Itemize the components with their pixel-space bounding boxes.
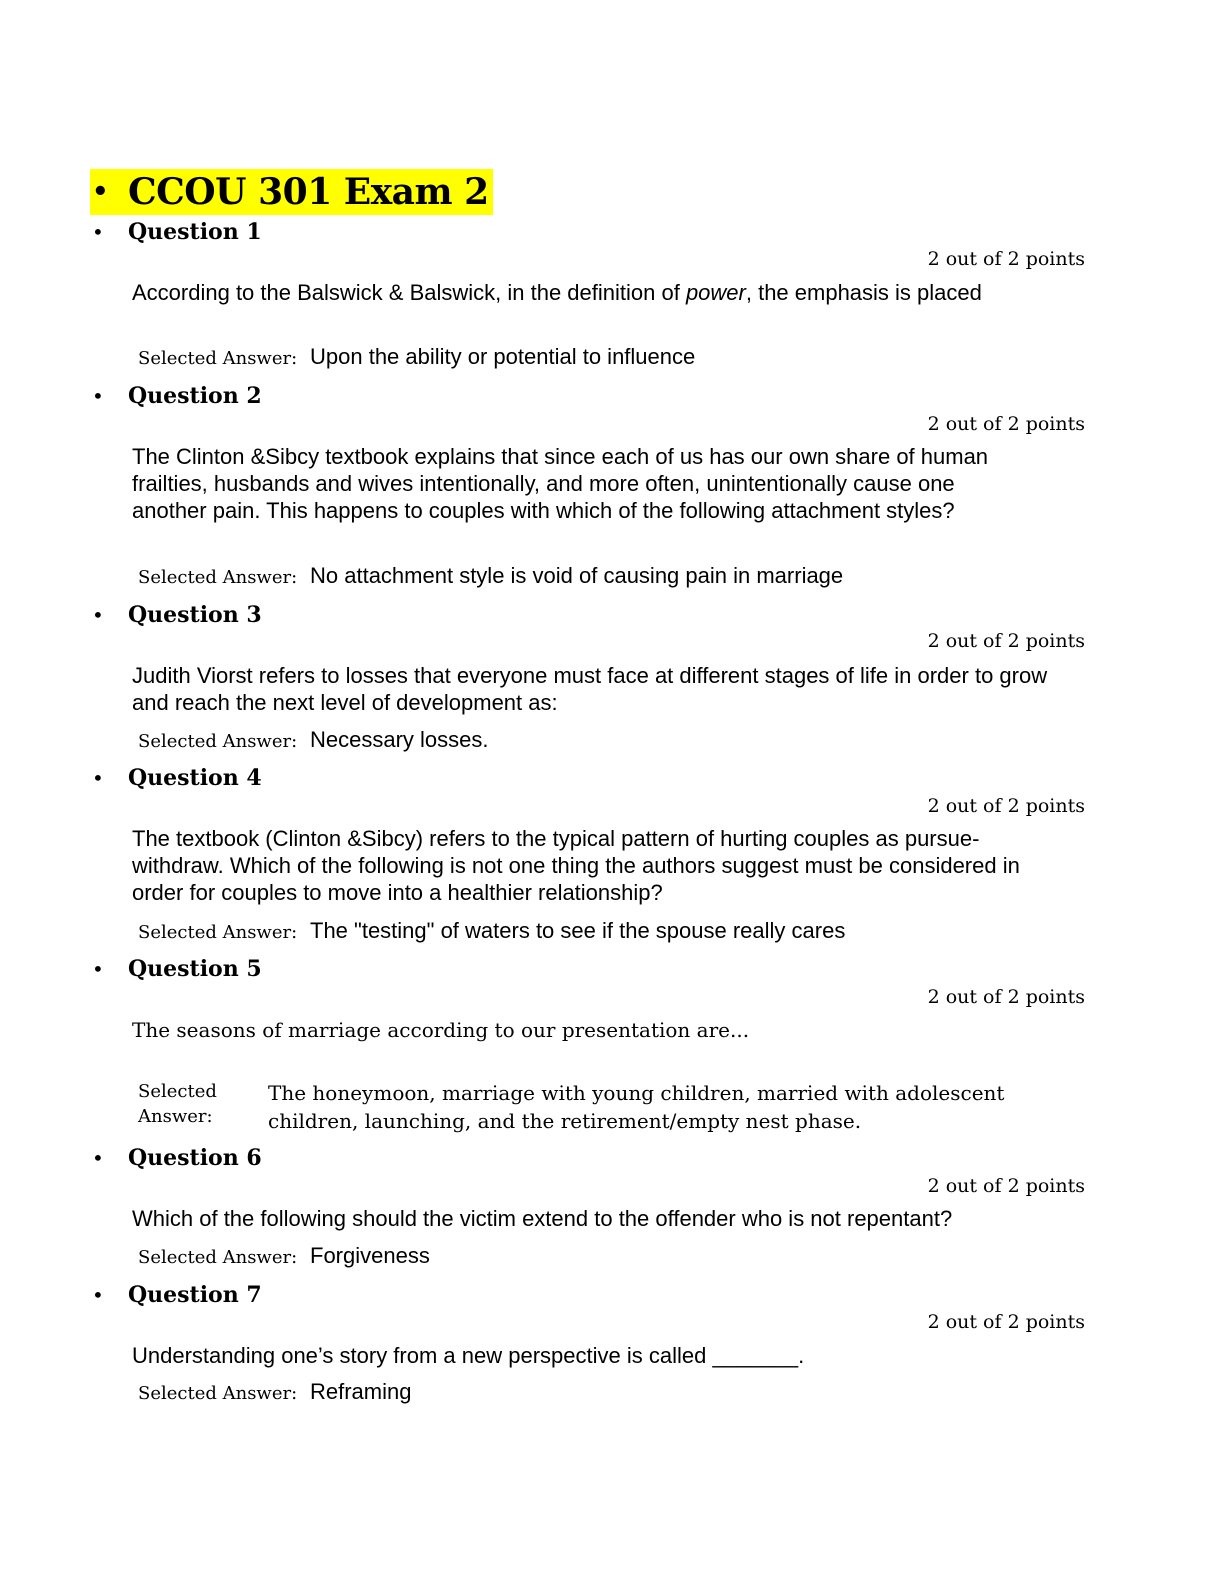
- question-6-heading: • Question 6: [90, 1143, 262, 1173]
- exam-title: CCOU 301 Exam 2: [128, 171, 489, 213]
- bullet-icon: •: [92, 1283, 104, 1307]
- question-text: Which of the following should the victim…: [132, 1206, 953, 1231]
- question-text: The seasons of marriage according to our…: [132, 1018, 750, 1042]
- selected-answer-label: Selected Answer:: [138, 567, 298, 588]
- selected-answer-row: Selected Answer: The "testing" of waters…: [138, 918, 845, 946]
- selected-answer-row: Selected Answer: No attachment style is …: [138, 563, 843, 591]
- question-text: According to the Balswick & Balswick, in…: [132, 280, 982, 305]
- selected-answer-row: Selected Answer: Upon the ability or pot…: [138, 344, 695, 372]
- question-points: 2 out of 2 points: [927, 986, 1085, 1008]
- question-2-heading: • Question 2: [90, 381, 262, 411]
- question-7-heading: • Question 7: [90, 1280, 262, 1310]
- exam-title-row: • CCOU 301 Exam 2: [90, 169, 493, 215]
- question-text: Judith Viorst refers to losses that ever…: [132, 663, 1048, 715]
- selected-answer-label: Selected Answer:: [138, 731, 298, 752]
- emphasis-text: power: [685, 280, 746, 305]
- question-points: 2 out of 2 points: [927, 795, 1085, 817]
- question-title: Question 5: [128, 956, 262, 982]
- bullet-icon: •: [92, 384, 104, 408]
- selected-answer-value: The honeymoon, marriage with young child…: [268, 1081, 1005, 1133]
- question-points: 2 out of 2 points: [927, 413, 1085, 435]
- selected-answer-row: Selected Answer: Forgiveness: [138, 1243, 430, 1271]
- selected-answer-value: The "testing" of waters to see if the sp…: [310, 918, 846, 943]
- question-title: Question 4: [128, 765, 262, 791]
- bullet-icon: •: [92, 603, 104, 627]
- bullet-icon: •: [92, 220, 104, 244]
- bullet-icon: •: [92, 177, 109, 207]
- selected-answer-value: No attachment style is void of causing p…: [310, 563, 844, 588]
- question-text: The textbook (Clinton &Sibcy) refers to …: [132, 826, 1020, 905]
- bullet-icon: •: [92, 957, 104, 981]
- selected-answer-label: Selected Answer:: [138, 348, 298, 369]
- question-points: 2 out of 2 points: [927, 1175, 1085, 1197]
- selected-answer-row: Selected Answer: Reframing: [138, 1379, 411, 1407]
- question-title: Question 2: [128, 383, 262, 409]
- question-points: 2 out of 2 points: [927, 248, 1085, 270]
- selected-answer-value: Necessary losses.: [310, 727, 489, 752]
- bullet-icon: •: [92, 1146, 104, 1170]
- question-5-heading: • Question 5: [90, 954, 262, 984]
- selected-answer-value: Forgiveness: [310, 1243, 430, 1268]
- question-title: Question 7: [128, 1282, 262, 1308]
- selected-answer-label: Selected Answer:: [138, 1383, 298, 1404]
- question-text: The Clinton &Sibcy textbook explains tha…: [132, 444, 989, 523]
- question-title: Question 3: [128, 602, 262, 628]
- question-4-heading: • Question 4: [90, 763, 262, 793]
- selected-answer-label: Selected Answer:: [138, 922, 298, 943]
- question-3-heading: • Question 3: [90, 600, 262, 630]
- selected-answer-row: Selected Answer: Necessary losses.: [138, 727, 489, 755]
- question-title: Question 6: [128, 1145, 262, 1171]
- question-text: Understanding one’s story from a new per…: [132, 1343, 805, 1368]
- bullet-icon: •: [92, 766, 104, 790]
- selected-answer-value: Reframing: [310, 1379, 412, 1404]
- selected-answer-value: Upon the ability or potential to influen…: [310, 344, 696, 369]
- question-points: 2 out of 2 points: [927, 630, 1085, 652]
- selected-answer-label: Selected Answer:: [138, 1247, 298, 1268]
- question-title: Question 1: [128, 219, 262, 245]
- question-points: 2 out of 2 points: [927, 1311, 1085, 1333]
- question-1-heading: • Question 1: [90, 217, 262, 247]
